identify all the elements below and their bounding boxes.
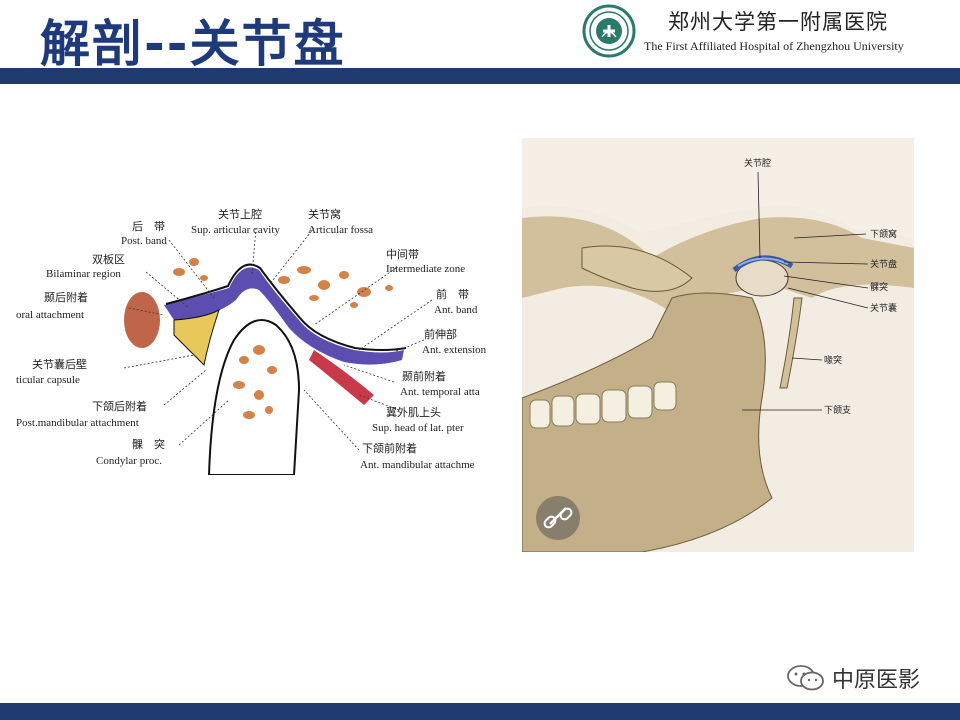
- label-temporal-post-cn: 颞后附着: [44, 290, 88, 304]
- link-icon: [536, 496, 580, 540]
- label-post-mandibular-en: Post.mandibular attachment: [16, 417, 139, 429]
- label-mandibular-fossa: 下颌窝: [870, 228, 897, 240]
- label-articular-disc: 关节盘: [870, 258, 897, 270]
- label-condylar-cn: 髁 突: [132, 437, 165, 451]
- label-coronoid: 喙突: [824, 354, 842, 366]
- watermark-text: 中原医影: [832, 668, 921, 693]
- label-joint-cavity: 关节腔: [744, 157, 771, 169]
- label-temporal-post-en: oral attachment: [16, 309, 84, 321]
- footer-bar: [0, 703, 960, 720]
- label-condylar-en: Condylar proc.: [96, 455, 162, 467]
- label-post-band-cn: 后 带: [132, 220, 165, 233]
- label-joint-capsule: 关节囊: [870, 302, 897, 314]
- tmj-disc-diagram: 后 带 Post. band 关节上腔 Sup. articular cavit…: [14, 200, 494, 475]
- label-pterygoid-en: Sup. head of lat. pter: [372, 422, 464, 434]
- label-fossa-cn: 关节窝: [308, 207, 341, 221]
- label-ant-band-en: Ant. band: [434, 304, 478, 316]
- hospital-logo-icon: [582, 4, 636, 58]
- label-ant-band-cn: 前 带: [436, 287, 469, 301]
- label-ramus: 下颌支: [824, 404, 851, 416]
- label-capsule-cn: 关节囊后壁: [32, 357, 87, 371]
- watermark: 中原医影: [786, 662, 920, 694]
- label-bilaminar-cn: 双板区: [92, 252, 125, 266]
- label-ant-extension-cn: 前伸部: [424, 327, 457, 341]
- label-intermediate-en: Intermediate zone: [386, 263, 465, 275]
- skull-tmj-illustration: 关节腔 下颌窝 关节盘 髁突 关节囊 喙突 下颌支: [522, 138, 914, 552]
- label-sup-cavity-cn: 关节上腔: [218, 207, 262, 221]
- label-sup-cavity-en: Sup. articular cavity: [191, 224, 280, 236]
- label-capsule-en: ticular capsule: [16, 374, 80, 386]
- label-pterygoid-cn: 翼外肌上头: [386, 406, 441, 419]
- slide-title: 解剖--关节盘: [40, 15, 346, 73]
- label-ant-mandibular-en: Ant. mandibular attachme: [360, 459, 475, 471]
- label-fossa-en: Articular fossa: [308, 224, 373, 236]
- label-ant-mandibular-cn: 下颌前附着: [362, 441, 417, 455]
- label-intermediate-cn: 中间带: [386, 248, 419, 261]
- label-post-mandibular-cn: 下颌后附着: [92, 399, 147, 413]
- wechat-icon: [787, 665, 824, 691]
- hospital-name-en: The First Affiliated Hospital of Zhengzh…: [644, 39, 904, 53]
- hospital-name-cn: 郑州大学第一附属医院: [668, 10, 888, 34]
- label-post-band-en: Post. band: [121, 235, 167, 247]
- label-condyle: 髁突: [870, 281, 888, 293]
- label-ant-extension-en: Ant. extension: [422, 344, 487, 356]
- label-temporal-ant-cn: 颞前附着: [402, 369, 446, 383]
- label-bilaminar-en: Bilaminar region: [46, 268, 121, 280]
- label-temporal-ant-en: Ant. temporal atta: [400, 386, 480, 398]
- header-bar: [0, 68, 960, 84]
